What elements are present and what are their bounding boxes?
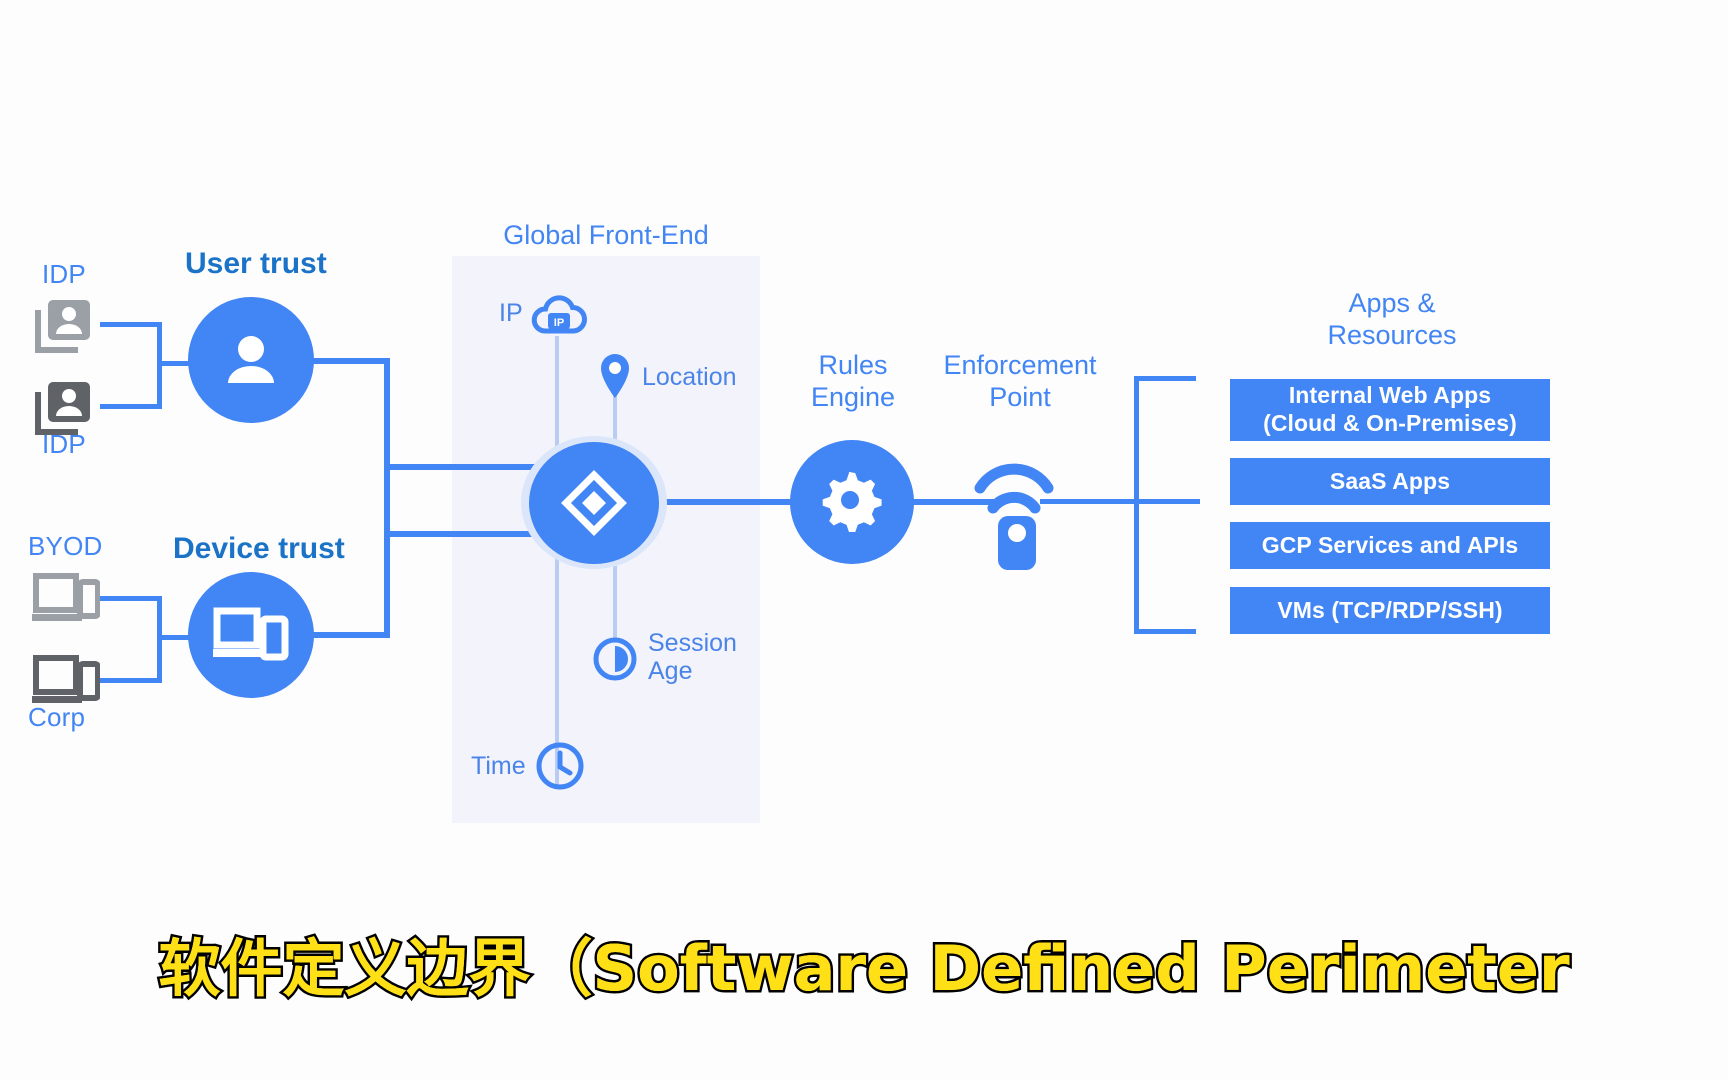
- user-icon: [228, 336, 274, 383]
- location-pin-icon: [595, 350, 635, 407]
- wifi-beacon-icon: [974, 463, 1054, 570]
- enforcement-point-node[interactable]: [968, 438, 1072, 575]
- ip-cloud-icon: IP: [530, 290, 588, 341]
- perimeter-diamond-icon: [561, 470, 627, 536]
- time-label: Time: [471, 752, 526, 780]
- enforcement-point-title: Enforcement Point: [943, 350, 1097, 412]
- subtitle-text-stroke: 软件定义边界（Software Defined Perimeter: [156, 930, 1572, 1008]
- rules-engine-node[interactable]: [790, 440, 914, 564]
- line-device-trust-out: [312, 632, 390, 638]
- corp-device-icon: [32, 652, 101, 713]
- apps-resources-title: Apps & Resources: [1327, 288, 1457, 350]
- line-rules-to-enforcement: [910, 499, 1002, 505]
- user-trust-node[interactable]: [188, 297, 314, 423]
- gear-icon: [822, 471, 882, 532]
- line-session-age-signal: [613, 532, 617, 640]
- rules-engine-title: Rules Engine: [810, 350, 896, 412]
- idp-bottom-icon: [32, 376, 94, 443]
- resources-bracket-bottom-arm: [1134, 629, 1196, 634]
- devices-icon: [213, 607, 289, 661]
- line-byod: [100, 596, 162, 601]
- line-enforcement-to-resources: [1040, 499, 1200, 504]
- idp-top-label: IDP: [42, 259, 86, 289]
- line-gfe-to-rules-engine: [648, 499, 798, 505]
- line-ip-signal: [555, 336, 559, 786]
- line-idp-bottom: [100, 404, 162, 409]
- subtitle-text: 软件定义边界（Software Defined Perimeter: [158, 932, 1570, 1005]
- line-idp-to-user-trust: [157, 361, 211, 366]
- resources-bracket-top-arm: [1134, 376, 1196, 381]
- idp-top-icon: [32, 294, 94, 361]
- device-trust-node[interactable]: [188, 572, 314, 698]
- line-device-to-device-trust: [157, 635, 211, 640]
- session-age-label: Session Age: [648, 629, 737, 685]
- global-front-end-node[interactable]: [529, 442, 659, 564]
- idp-bottom-label: IDP: [42, 429, 86, 459]
- line-corp: [100, 678, 162, 683]
- resource-box-vms[interactable]: VMs (TCP/RDP/SSH): [1230, 587, 1550, 634]
- global-front-end-title: Global Front-End: [503, 220, 709, 250]
- line-idp-top: [100, 322, 162, 327]
- corp-label: Corp: [28, 702, 86, 732]
- time-clock-icon: [534, 740, 586, 797]
- ip-glyph-text: IP: [554, 317, 564, 329]
- ip-label: IP: [499, 299, 523, 327]
- resource-box-internal-web-apps[interactable]: Internal Web Apps (Cloud & On-Premises): [1230, 379, 1550, 441]
- user-trust-label: User trust: [185, 247, 327, 280]
- byod-device-icon: [32, 570, 101, 631]
- device-trust-label: Device trust: [173, 532, 345, 565]
- line-user-to-gfe: [384, 464, 548, 470]
- resources-bracket-vertical: [1134, 376, 1139, 634]
- byod-label: BYOD: [28, 531, 103, 561]
- line-user-trust-out: [312, 358, 390, 364]
- session-age-icon: [592, 636, 638, 687]
- line-device-to-gfe: [384, 531, 548, 537]
- line-location-signal: [613, 392, 617, 472]
- location-label: Location: [642, 363, 737, 391]
- resource-box-gcp-services[interactable]: GCP Services and APIs: [1230, 522, 1550, 569]
- line-trust-merge-vertical: [384, 358, 390, 638]
- resource-box-saas-apps[interactable]: SaaS Apps: [1230, 458, 1550, 505]
